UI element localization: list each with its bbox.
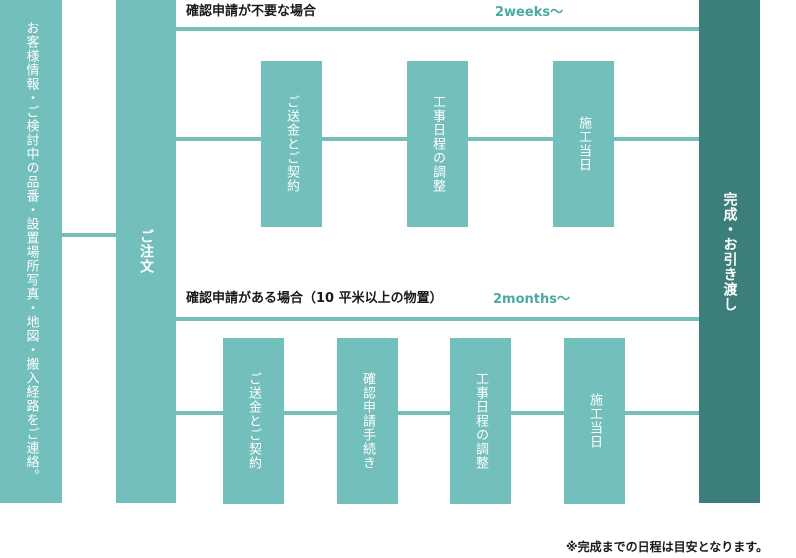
step-text: ご送金とご契約 bbox=[284, 95, 299, 193]
branch-no-confirm-label: 確認申請が不要な場合 bbox=[186, 4, 317, 19]
step-box: ご送金とご契約 bbox=[261, 61, 322, 227]
step-box: 施工当日 bbox=[564, 338, 625, 504]
customer-info-box: お客様情報・ご検討中の品番・設置場所写真・地図・搬入経路をご連絡。 bbox=[0, 0, 62, 503]
step-box: ご送金とご契約 bbox=[223, 338, 284, 504]
step-text: 確認申請手続き bbox=[360, 372, 375, 470]
step-text: 工事日程の調整 bbox=[473, 372, 488, 470]
branch-no-confirm-duration: 2weeks〜 bbox=[495, 5, 564, 20]
order-text: ご注文 bbox=[138, 229, 154, 274]
connector-info-order bbox=[60, 233, 118, 237]
customer-info-text: お客様情報・ご検討中の品番・設置場所写真・地図・搬入経路をご連絡。 bbox=[23, 20, 39, 483]
step-box: 施工当日 bbox=[553, 61, 614, 227]
completion-box: 完成・お引き渡し bbox=[699, 0, 760, 503]
step-text: ご送金とご契約 bbox=[246, 372, 261, 470]
step-box: 確認申請手続き bbox=[337, 338, 398, 504]
order-box: ご注文 bbox=[116, 0, 176, 503]
schedule-footnote: ※完成までの日程は目安となります。 bbox=[566, 540, 769, 554]
lower-route-line bbox=[176, 317, 700, 321]
step-text: 施工当日 bbox=[587, 393, 602, 449]
step-box: 工事日程の調整 bbox=[450, 338, 511, 504]
branch-confirm-label: 確認申請がある場合（10 平米以上の物置） bbox=[186, 291, 443, 306]
branch-confirm-duration: 2months〜 bbox=[493, 292, 570, 307]
step-box: 工事日程の調整 bbox=[407, 61, 468, 227]
top-route-line bbox=[176, 27, 700, 31]
completion-text: 完成・お引き渡し bbox=[721, 191, 738, 312]
bottom-route-line bbox=[176, 411, 700, 415]
step-text: 施工当日 bbox=[576, 116, 591, 172]
step-text: 工事日程の調整 bbox=[430, 95, 445, 193]
